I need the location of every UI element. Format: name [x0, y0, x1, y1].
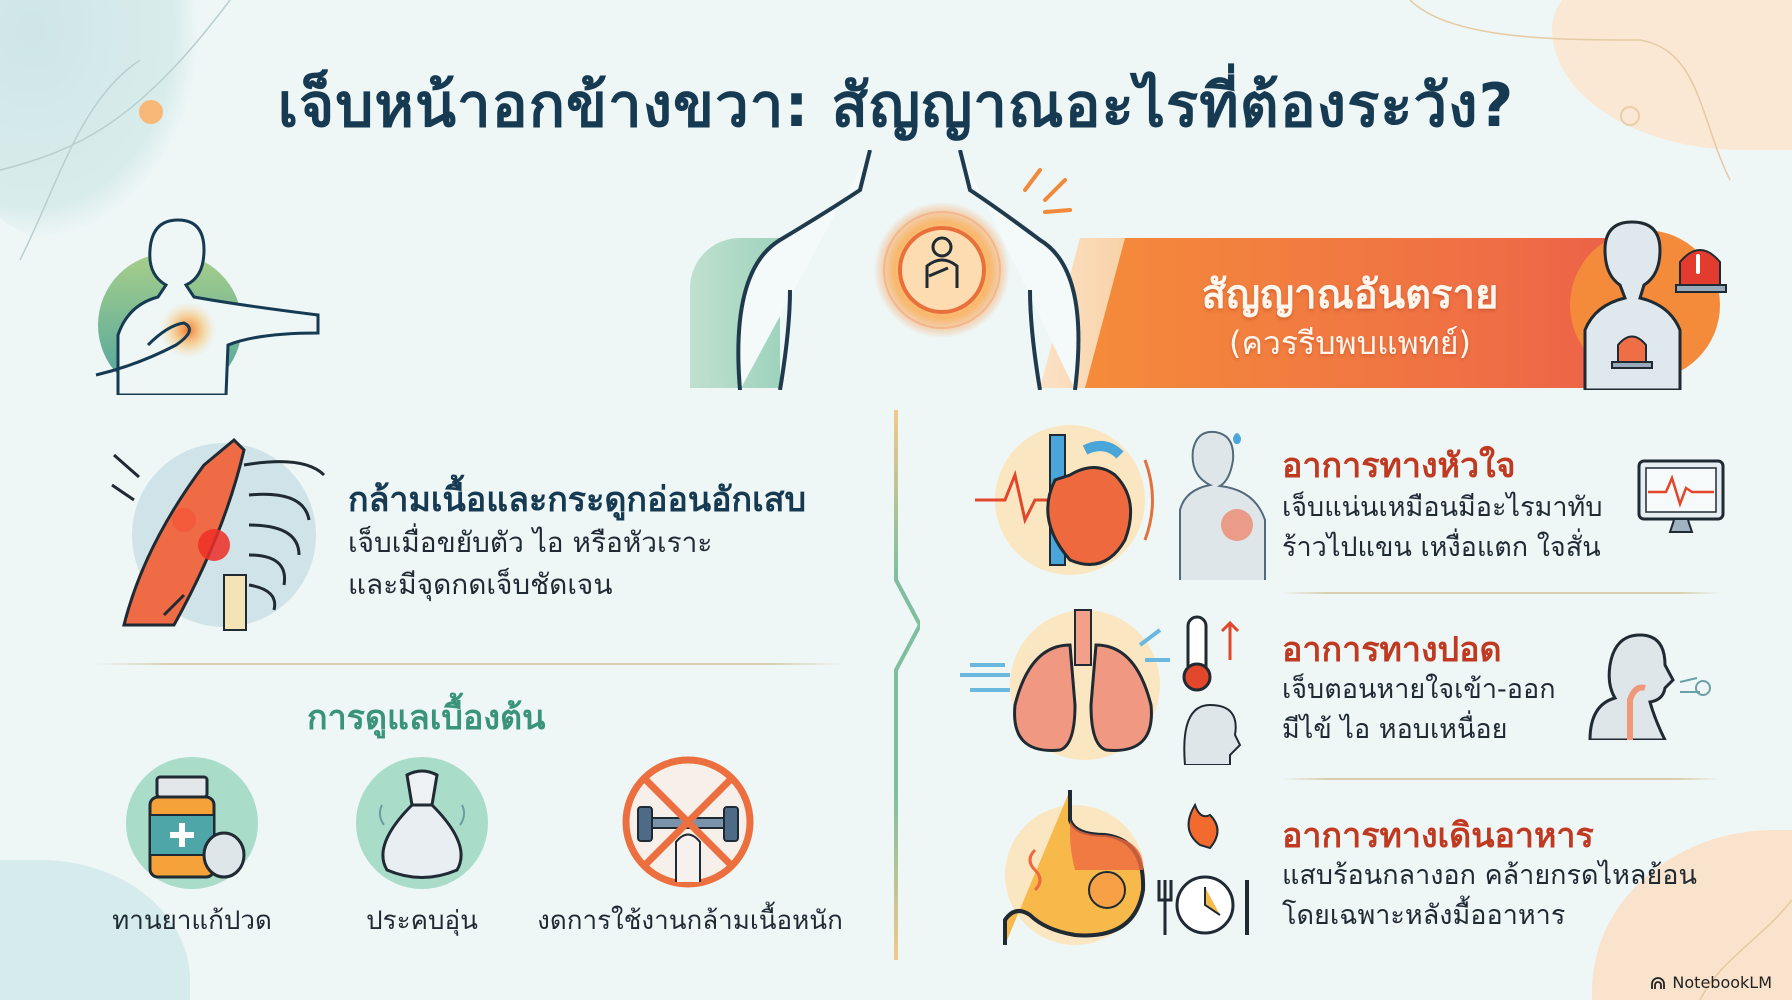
symptom-title: อาการทางหัวใจ [1282, 446, 1516, 486]
decorative-ring [1620, 106, 1640, 126]
symptom-desc: แสบร้อนกลางอก คล้ายกรดไหลย้อน โดยเฉพาะหล… [1282, 856, 1697, 936]
heart-icon [975, 425, 1266, 580]
symptom-desc: เจ็บแน่นเหมือนมีอะไรมาทับ ร้าวไปแขน เหงื… [1282, 488, 1603, 568]
danger-subtitle: (ควรรีบพบแพทย์) [1229, 324, 1471, 362]
section-divider [1282, 592, 1722, 594]
desc-line: เจ็บตอนหายใจเข้า-ออก [1282, 674, 1556, 705]
care-item-label: งดการใช้งานกล้ามเนื้อหนัก [537, 906, 843, 936]
danger-title: สัญญาณอันตราย [1201, 272, 1499, 318]
desc-line: ร้าวไปแขน เหงื่อแตก ใจสั่น [1282, 532, 1601, 563]
care-title: การดูแลเบื้องต้น [307, 698, 546, 738]
desc-line: โดยเฉพาะหลังมื้ออาหาร [1282, 900, 1566, 931]
decorative-dot [139, 100, 163, 124]
brand-name: NotebookLM [1672, 973, 1772, 992]
musculoskeletal-desc: เจ็บเมื่อขยับตัว ไอ หรือหัวเราะ และมีจุด… [348, 522, 712, 606]
desc-line: มีไข้ ไอ หอบเหนื่อย [1282, 714, 1508, 745]
symptom-title: อาการทางเดินอาหาร [1282, 816, 1594, 856]
torso-pain-icon [736, 150, 1081, 390]
section-divider [95, 663, 845, 665]
symptom-title: อาการทางปอด [1282, 630, 1502, 670]
care-item-label: ทานยาแก้ปวด [112, 906, 272, 936]
ecg-monitor-icon [1637, 459, 1725, 533]
lungs-icon [960, 609, 1242, 765]
care-item-label: ประคบอุ่น [366, 906, 478, 936]
herbal-compress-icon [356, 757, 488, 889]
alarm-person-icon [1570, 220, 1727, 390]
stomach-icon [1003, 790, 1249, 945]
musculoskeletal-title: กล้ามเนื้อและกระดูกอ่อนอักเสบ [348, 480, 807, 520]
page-title: เจ็บหน้าอกข้างขวา: สัญญาณอะไรที่ต้องระวั… [277, 71, 1515, 141]
breathing-person-icon [1588, 633, 1711, 740]
medicine-bottle-icon [126, 757, 258, 889]
symptom-desc: เจ็บตอนหายใจเข้า-ออก มีไข้ ไอ หอบเหนื่อย [1282, 670, 1556, 750]
no-dumbbell-icon [622, 756, 754, 888]
column-divider [894, 410, 920, 960]
notebooklm-logo-icon [1651, 976, 1666, 989]
desc-line: และมีจุดกดเจ็บชัดเจน [348, 568, 613, 601]
section-divider [1282, 778, 1722, 780]
desc-line: เจ็บแน่นเหมือนมีอะไรมาทับ [1282, 492, 1603, 523]
muscle-ribcage-icon [111, 437, 326, 631]
desc-line: แสบร้อนกลางอก คล้ายกรดไหลย้อน [1282, 860, 1697, 891]
person-chest-pain-icon [95, 218, 320, 395]
brand-footer: NotebookLM [1650, 973, 1772, 992]
desc-line: เจ็บเมื่อขยับตัว ไอ หรือหัวเราะ [348, 526, 713, 559]
